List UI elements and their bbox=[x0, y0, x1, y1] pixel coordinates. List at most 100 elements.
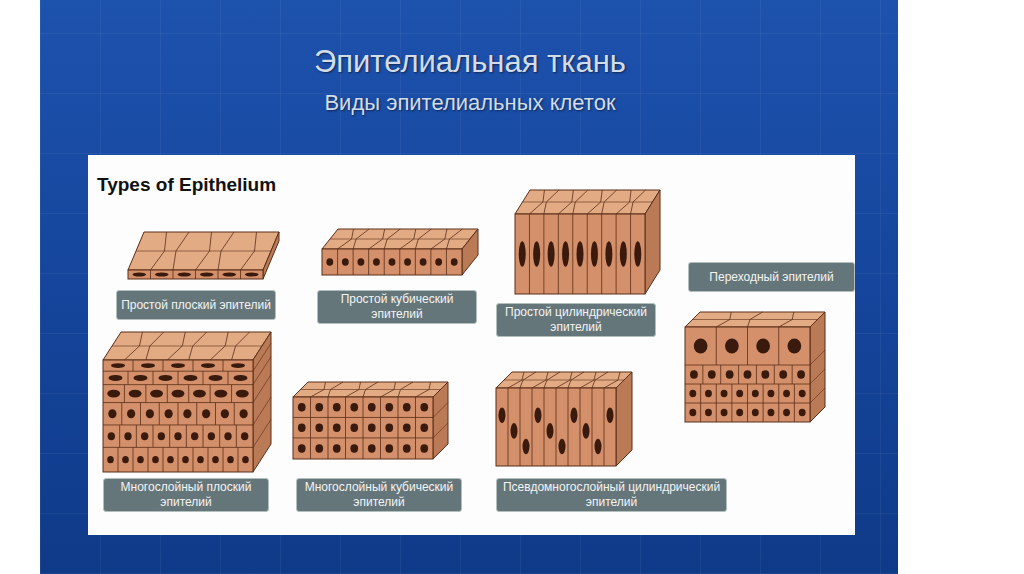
cell-shape bbox=[543, 214, 544, 294]
cell-shape bbox=[357, 258, 364, 265]
cell-shape bbox=[150, 270, 151, 279]
slide-title: Эпителиальная ткань bbox=[240, 44, 700, 80]
label-text: Простой плоский эпителий bbox=[121, 298, 271, 313]
label-text: Многослойный плоский эпителий bbox=[108, 480, 264, 510]
cell-shape bbox=[103, 332, 271, 360]
cell-shape bbox=[634, 241, 641, 267]
cell-shape bbox=[420, 258, 427, 265]
cell-shape bbox=[595, 439, 602, 455]
cell-shape bbox=[119, 425, 120, 447]
cell-shape bbox=[810, 388, 825, 403]
cell-shape bbox=[384, 249, 385, 275]
cell-shape bbox=[153, 425, 154, 447]
cell-shape bbox=[496, 372, 632, 388]
cell-shape bbox=[645, 190, 660, 294]
cell-shape bbox=[708, 370, 716, 379]
cell-shape bbox=[420, 444, 428, 452]
cell-shape bbox=[433, 382, 448, 459]
cell-shape bbox=[430, 249, 431, 275]
cell-shape bbox=[184, 375, 198, 381]
cell-shape bbox=[107, 390, 120, 398]
label-box: Простой цилиндрический эпителий bbox=[496, 303, 656, 337]
cell-shape bbox=[193, 360, 194, 371]
cell-shape bbox=[519, 241, 526, 267]
cell-shape bbox=[163, 447, 164, 472]
cell-shape bbox=[212, 456, 219, 463]
cell-shape bbox=[203, 425, 204, 447]
cell-shape bbox=[124, 432, 131, 440]
cell-shape bbox=[310, 397, 311, 417]
cell-shape bbox=[155, 273, 169, 277]
cell-shape bbox=[345, 397, 346, 417]
cell-shape bbox=[700, 403, 701, 422]
cell-shape bbox=[797, 370, 805, 379]
label-box: Переходный эпителий bbox=[688, 262, 855, 292]
cell-shape bbox=[219, 425, 220, 447]
cell-shape bbox=[778, 327, 779, 365]
cell-shape bbox=[241, 432, 248, 440]
cell-shape bbox=[523, 202, 653, 203]
cell-shape bbox=[515, 214, 645, 294]
label-box: Простой кубический эпителий bbox=[317, 290, 477, 324]
cell-shape bbox=[705, 409, 712, 417]
cell-shape bbox=[141, 363, 155, 368]
cell-shape bbox=[368, 403, 376, 411]
cell-shape bbox=[214, 390, 227, 398]
cell-shape bbox=[159, 375, 173, 381]
cell-shape bbox=[109, 375, 123, 381]
cell-shape bbox=[293, 382, 448, 397]
cell-shape bbox=[209, 375, 223, 381]
cell-shape bbox=[153, 371, 154, 384]
cell-shape bbox=[630, 214, 631, 294]
cell-shape bbox=[163, 360, 164, 371]
cell-shape bbox=[353, 249, 354, 275]
cell-shape bbox=[140, 403, 141, 425]
cell-shape bbox=[568, 388, 569, 466]
cell-shape bbox=[799, 409, 806, 417]
label-text: Простой кубический эпителий bbox=[322, 292, 472, 322]
cell-shape bbox=[685, 312, 825, 327]
cell-shape bbox=[726, 370, 734, 379]
cell-shape bbox=[778, 384, 779, 403]
cell-shape bbox=[200, 273, 214, 277]
cell-shape bbox=[133, 273, 147, 277]
cell-shape bbox=[716, 327, 717, 365]
cell-shape bbox=[350, 403, 358, 411]
cell-shape bbox=[515, 190, 660, 214]
cell-shape bbox=[315, 423, 323, 431]
cell-shape bbox=[103, 424, 253, 425]
cell-shape bbox=[558, 214, 559, 294]
cell-shape bbox=[535, 408, 542, 424]
cell-shape bbox=[227, 456, 234, 463]
cell-shape bbox=[253, 419, 271, 447]
cell-shape bbox=[368, 444, 376, 452]
cell-shape bbox=[462, 229, 478, 275]
cell-shape bbox=[193, 447, 194, 472]
cell-shape bbox=[415, 417, 416, 437]
cell-shape bbox=[174, 432, 181, 440]
cell-shape bbox=[182, 456, 189, 463]
cell-shape bbox=[121, 403, 122, 425]
cell-shape bbox=[203, 371, 204, 384]
cell-shape bbox=[562, 241, 569, 267]
cell-shape bbox=[253, 332, 271, 472]
cell-shape bbox=[253, 357, 271, 385]
cell-shape bbox=[761, 370, 769, 379]
cell-shape bbox=[202, 409, 210, 418]
cell-shape bbox=[403, 403, 411, 411]
cell-shape bbox=[601, 214, 602, 294]
cell-shape bbox=[446, 249, 447, 275]
cell-shape bbox=[242, 456, 249, 463]
cell-shape bbox=[240, 409, 248, 418]
cell-shape bbox=[350, 444, 358, 452]
cell-shape bbox=[607, 408, 614, 424]
slide-subtitle: Виды эпителиальных клеток bbox=[240, 90, 700, 116]
cell-shape bbox=[385, 444, 393, 452]
label-text: Переходный эпителий bbox=[693, 270, 850, 285]
cell-shape bbox=[747, 403, 748, 422]
cell-shape bbox=[129, 390, 142, 398]
cell-shape bbox=[345, 417, 346, 437]
cell-shape bbox=[223, 447, 224, 472]
cell-shape bbox=[136, 425, 137, 447]
cell-shape bbox=[380, 438, 381, 459]
